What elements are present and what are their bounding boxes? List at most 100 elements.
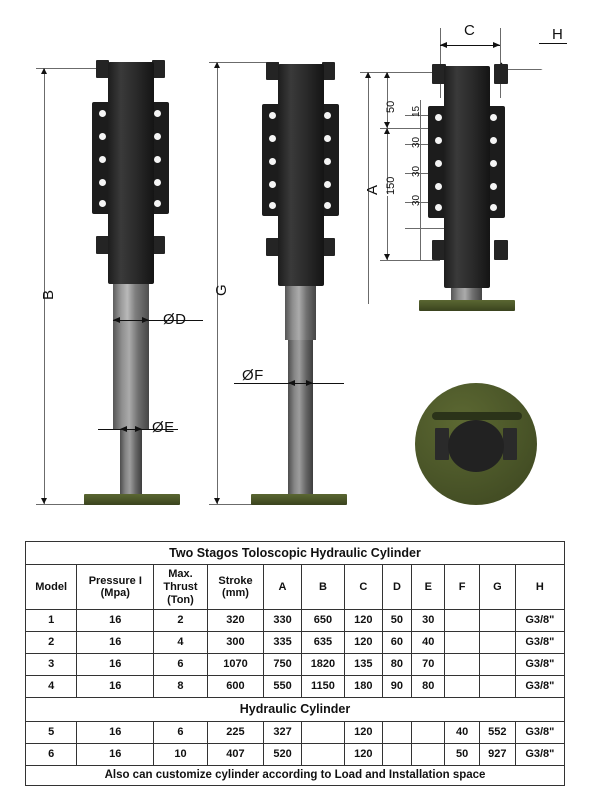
dim-arrow-150-bottom <box>384 254 390 260</box>
table-row: 1 16 2 320 330 650 120 50 30 G3/8" <box>24 609 566 633</box>
mid-lug-top-r <box>322 62 335 80</box>
dim-label-h: H <box>552 26 564 43</box>
dim-ext-g-bottom <box>209 504 279 505</box>
mid-lug-bot-r <box>322 238 335 256</box>
cell-e: 70 <box>411 653 446 677</box>
cell-pressure: 16 <box>76 653 155 677</box>
right-hole-r3 <box>490 160 497 167</box>
cell-stroke: 300 <box>206 631 265 655</box>
table-footer-note: Also can customize cylinder according to… <box>25 764 565 786</box>
cell-thrust: 6 <box>153 653 208 677</box>
dim-line-g <box>217 62 218 504</box>
column-header-model-label: Model <box>35 581 68 594</box>
column-header-a: A <box>263 564 302 611</box>
mid-hole-l5 <box>269 202 276 209</box>
dim-ext-c-right <box>500 28 501 98</box>
column-header-pressure: Pressure I (Mpa) <box>76 564 155 611</box>
cell-stroke: 320 <box>206 609 265 633</box>
top-view-lug-r <box>503 428 517 460</box>
left-lug-top-l <box>96 60 109 78</box>
table-title-row-two-stage: Two Stagos Toloscopic Hydraulic Cylinder <box>25 540 565 566</box>
column-header-thrust: Max. Thrust (Ton) <box>153 564 208 611</box>
cell-pressure: 16 <box>76 720 155 744</box>
dim-ext-c-left <box>440 28 441 98</box>
cell-pressure: 16 <box>76 631 155 655</box>
table-row: 5 16 6 225 327 120 40 552 G3/8" <box>24 720 566 744</box>
cell-d: 50 <box>381 609 413 633</box>
cell-d <box>381 742 413 766</box>
cell-e <box>411 720 446 744</box>
right-hole-l4 <box>435 183 442 190</box>
cell-thrust: 10 <box>153 742 208 766</box>
column-header-stroke-line2: (mm) <box>222 587 249 600</box>
cell-model: 2 <box>24 631 78 655</box>
cell-f <box>444 675 480 699</box>
cell-e: 30 <box>411 609 446 633</box>
column-header-c: C <box>344 564 383 611</box>
column-header-thrust-line1: Max. <box>168 568 193 581</box>
cell-b <box>300 720 346 744</box>
cell-thrust: 6 <box>153 720 208 744</box>
mid-hole-l1 <box>269 112 276 119</box>
right-hole-l2 <box>435 137 442 144</box>
mid-hole-r3 <box>324 158 331 165</box>
mid-hole-r2 <box>324 135 331 142</box>
cell-h: G3/8" <box>514 631 566 655</box>
cell-f <box>444 631 480 655</box>
dim-label-pitch-30-1: 30 <box>411 136 422 148</box>
left-rod-stage1 <box>113 320 149 430</box>
cell-g: 927 <box>478 742 516 766</box>
dim-ext-pitch-5 <box>405 228 455 229</box>
cell-thrust: 2 <box>153 609 208 633</box>
mid-hole-l4 <box>269 181 276 188</box>
left-hole-l4 <box>99 179 106 186</box>
dim-label-c: C <box>464 22 476 39</box>
dim-arrow-150-top <box>384 128 390 134</box>
dim-label-a: A <box>364 184 381 195</box>
right-lug-bot-r <box>494 240 508 260</box>
dim-arrow-g-top <box>214 62 220 68</box>
cell-f <box>444 609 480 633</box>
dim-arrow-dia-e-l <box>120 426 127 432</box>
cell-f: 50 <box>444 742 480 766</box>
cell-g <box>478 609 516 633</box>
dim-label-150: 150 <box>385 176 397 195</box>
cell-e: 80 <box>411 675 446 699</box>
cell-h: G3/8" <box>514 653 566 677</box>
cell-g <box>478 675 516 699</box>
dim-ext-b-bottom <box>36 504 106 505</box>
cell-d: 60 <box>381 631 413 655</box>
column-header-thrust-line2: Thrust <box>163 581 198 594</box>
column-header-model: Model <box>24 564 78 611</box>
dim-arrow-50-bottom <box>384 122 390 128</box>
left-hole-r5 <box>154 200 161 207</box>
cell-model: 1 <box>24 609 78 633</box>
dim-arrow-b-top <box>41 68 47 74</box>
cell-b: 650 <box>300 609 346 633</box>
dim-ext-150-bottom <box>380 260 440 261</box>
table-row: 3 16 6 1070 750 1820 135 80 70 G3/8" <box>24 653 566 677</box>
cell-stroke: 225 <box>206 720 265 744</box>
top-view-cylinder-hub <box>448 420 504 472</box>
dim-line-150-b <box>387 196 388 260</box>
cell-c: 180 <box>344 675 383 699</box>
column-header-stroke: Stroke (mm) <box>206 564 265 611</box>
column-header-b: B <box>300 564 346 611</box>
dim-ext-b-top <box>36 68 106 69</box>
dim-label-b: B <box>40 289 57 300</box>
dim-ext-50-bottom <box>380 128 440 129</box>
dim-arrow-b-bottom <box>41 498 47 504</box>
cell-model: 6 <box>24 742 78 766</box>
left-hole-l1 <box>99 110 106 117</box>
cell-a: 550 <box>263 675 302 699</box>
column-header-d: D <box>381 564 413 611</box>
dim-ext-a-top <box>360 72 440 73</box>
left-rod-stage1-top <box>113 284 149 320</box>
dim-line-50 <box>387 72 388 128</box>
cell-pressure: 16 <box>76 609 155 633</box>
leader-h-diagonal <box>495 43 585 70</box>
cell-a: 520 <box>263 742 302 766</box>
cell-c: 120 <box>344 631 383 655</box>
cell-e <box>411 742 446 766</box>
left-lug-bot-r <box>152 236 165 254</box>
